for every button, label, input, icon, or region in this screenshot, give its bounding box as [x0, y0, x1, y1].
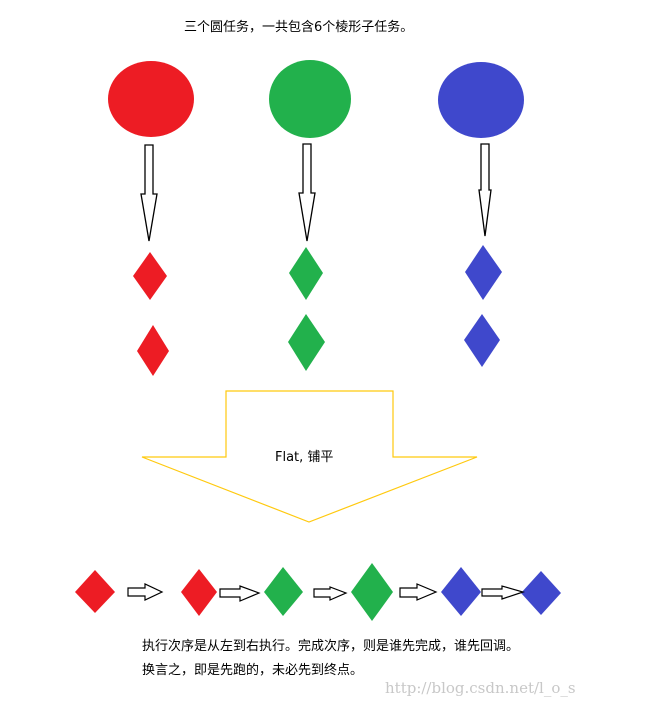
green-diamond: [288, 314, 325, 371]
watermark: http://blog.csdn.net/l_o_s: [385, 679, 576, 697]
flat-arrow-icon: [141, 390, 478, 523]
down-arrow-icon: [298, 143, 316, 242]
description-line-2: 换言之，即是先跑的，未必先到终点。: [142, 663, 364, 678]
green-diamond: [289, 247, 323, 300]
right-arrow-icon: [313, 586, 348, 601]
red-diamond: [133, 252, 167, 300]
green-diamond: [264, 567, 303, 616]
blue-diamond: [521, 571, 561, 615]
green-diamond: [351, 563, 393, 621]
down-arrow-icon: [478, 143, 492, 237]
red-circle: [108, 61, 194, 137]
right-arrow-icon: [127, 583, 164, 601]
diagram-title: 三个圆任务，一共包含6个棱形子任务。: [184, 20, 414, 35]
down-arrow-icon: [140, 144, 158, 242]
blue-diamond: [465, 245, 502, 300]
right-arrow-icon: [481, 585, 526, 600]
flat-label: Flat, 铺平: [275, 450, 334, 465]
green-circle: [269, 60, 351, 138]
blue-diamond: [464, 314, 500, 367]
right-arrow-icon: [399, 583, 438, 601]
right-arrow-icon: [219, 585, 261, 602]
blue-circle: [438, 62, 524, 138]
description-line-1: 执行次序是从左到右执行。完成次序，则是谁先完成，谁先回调。: [142, 639, 520, 654]
blue-diamond: [441, 567, 481, 616]
red-diamond: [137, 325, 169, 376]
red-diamond: [181, 569, 217, 616]
red-diamond: [75, 570, 115, 613]
